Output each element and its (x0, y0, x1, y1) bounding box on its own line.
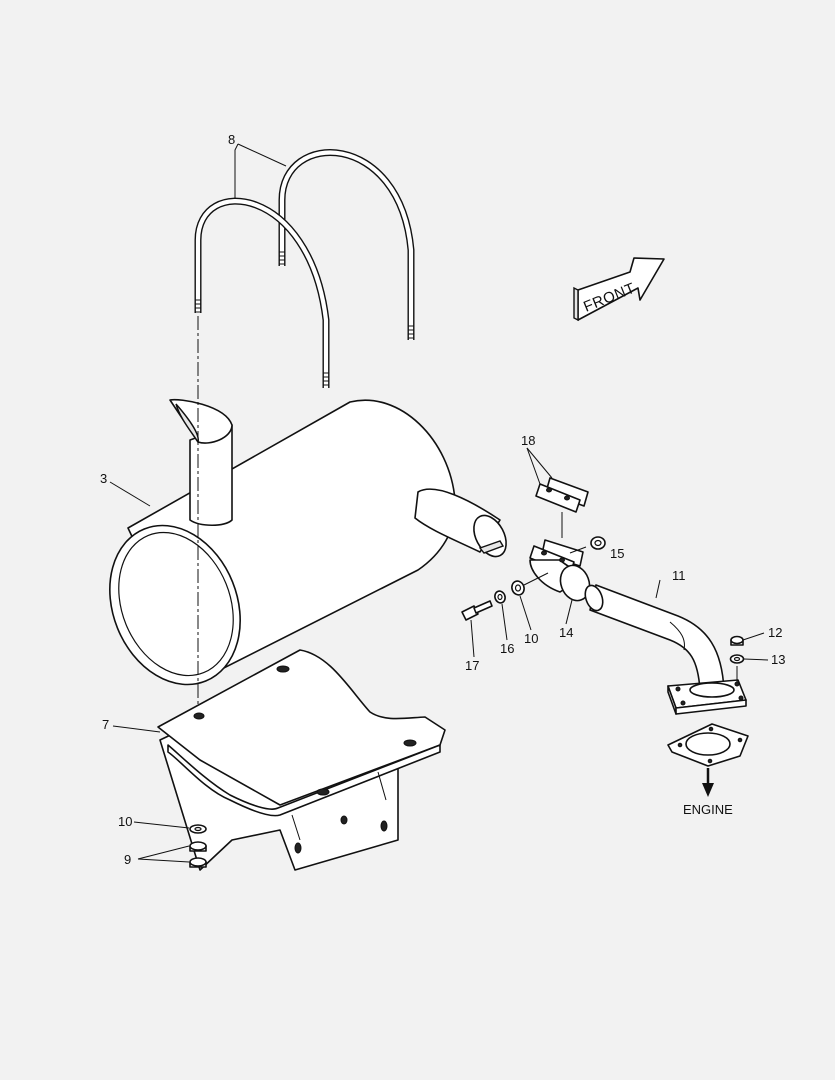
engine-direction-arrow (702, 768, 714, 797)
lock-washer-16 (494, 590, 506, 604)
mounting-bracket (157, 649, 446, 871)
callout-8: 8 (228, 132, 235, 147)
callout-13: 13 (771, 652, 785, 667)
callout-3: 3 (100, 471, 107, 486)
muffler (109, 398, 507, 686)
nut-bottom-upper (189, 841, 207, 852)
callout-10-left: 10 (118, 814, 132, 829)
front-direction-arrow: FRONT (573, 257, 665, 322)
exhaust-elbow-pipe (584, 584, 747, 715)
washer-bottom (189, 824, 207, 834)
u-bolt-rear (278, 149, 415, 340)
callout-11: 11 (672, 568, 686, 583)
callout-18: 18 (521, 433, 535, 448)
exhaust-clamp (529, 539, 591, 602)
nut-bottom-lower (189, 857, 207, 868)
callout-7: 7 (102, 717, 109, 732)
nut-15 (569, 536, 606, 554)
nut-12 (730, 635, 744, 646)
washer-13 (729, 654, 745, 664)
exhaust-gasket (667, 723, 749, 767)
callout-9: 9 (124, 852, 131, 867)
callout-14: 14 (559, 625, 573, 640)
callout-16: 16 (500, 641, 514, 656)
callout-12: 12 (768, 625, 782, 640)
washer-10-right (511, 580, 525, 596)
callout-numbers: 8 3 7 10 9 18 15 11 12 13 14 10 16 17 (100, 132, 785, 867)
engine-label: ENGINE (683, 802, 733, 817)
callout-17: 17 (465, 658, 479, 673)
leader-lines (109, 143, 769, 863)
callout-10-right: 10 (524, 631, 538, 646)
clamp-plates (535, 477, 589, 538)
callout-15: 15 (610, 546, 624, 561)
bolt-17 (461, 600, 493, 621)
u-bolt-front (194, 197, 330, 388)
